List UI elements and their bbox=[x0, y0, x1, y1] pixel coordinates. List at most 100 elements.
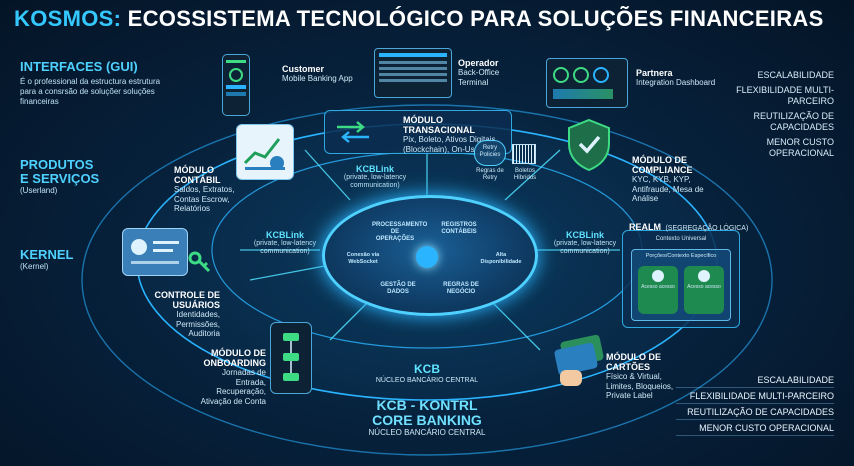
cartoes-desc: Físico & Virtual, Limites, Bloqueios, Pr… bbox=[606, 372, 674, 400]
realm-especifico-box: Porções/Contexto Específico Acesso acess… bbox=[631, 249, 731, 321]
kcblink-right-sub: (private, low-latency communication) bbox=[553, 240, 617, 255]
kcblink-top-sub: (private, low-latency communication) bbox=[343, 174, 407, 189]
produtos-sub: (Userland) bbox=[20, 186, 58, 195]
operador-label: Operador Back-Office Terminal bbox=[458, 58, 528, 87]
onboarding-phone-icon bbox=[270, 322, 312, 394]
kcb-bottom-line1: KCB - KONTRL bbox=[376, 397, 478, 413]
credit-cards-icon bbox=[548, 334, 606, 392]
kernel-section: KERNEL (Kernel) bbox=[20, 248, 120, 272]
kcblink-left: KCBLink (private, low-latency communicat… bbox=[240, 230, 330, 256]
operador-desc: Back-Office Terminal bbox=[458, 68, 500, 87]
key-icon bbox=[188, 250, 212, 274]
benefits-list-bottom: ESCALABILIDADE FLEXIBILIDADE MULTI-PARCE… bbox=[676, 372, 834, 436]
benefit-item: ESCALABILIDADE bbox=[757, 70, 834, 80]
benefits-list-top: ESCALABILIDADE FLEXIBILIDADE MULTI-PARCE… bbox=[716, 70, 834, 159]
barcode-icon bbox=[512, 144, 536, 164]
contabil-title: MÓDULO CONTÁBIL bbox=[174, 165, 221, 185]
kcblink-right-title: KCBLink bbox=[566, 230, 604, 240]
core-center-icon bbox=[416, 246, 438, 268]
kcb-sub: NÚCLEO BANCÁRIO CENTRAL bbox=[375, 377, 479, 384]
kcblink-left-title: KCBLink bbox=[266, 230, 304, 240]
benefit-item: FLEXIBILIDADE MULTI-PARCEIRO bbox=[736, 85, 834, 106]
modulo-contabil: MÓDULO CONTÁBIL Saldos, Extratos, Contas… bbox=[174, 165, 244, 214]
transfer-arrows-icon bbox=[333, 119, 373, 145]
modulo-cartoes: MÓDULO DE CARTÕES Físico & Virtual, Limi… bbox=[606, 352, 686, 401]
onboarding-desc: Jornadas de Entrada, Recuperação, Ativaç… bbox=[200, 368, 266, 406]
regras-retry-text: Regras de Retry bbox=[476, 168, 504, 181]
customer-label: Customer Mobile Banking App bbox=[282, 64, 362, 84]
realm-title: REALM (SEGREGAÇÃO LÓGICA) bbox=[629, 217, 759, 235]
modulo-compliance: MÓDULO DE COMPLIANCE KYC, KYB, KYP, Anti… bbox=[632, 155, 712, 204]
cartoes-title: MÓDULO DE CARTÕES bbox=[606, 352, 661, 372]
realm-title-main: REALM bbox=[629, 222, 661, 232]
retry-badge: Retry Policies bbox=[474, 140, 506, 166]
realm-title-sub: (SEGREGAÇÃO LÓGICA) bbox=[665, 225, 749, 232]
transacional-desc: Pix, Boleto, Ativos Digitais (Blockchain… bbox=[403, 135, 496, 154]
compliance-desc: KYC, KYB, KYP, Antifraude, Mesa de Análi… bbox=[632, 175, 704, 203]
kcb-label: KCB bbox=[414, 362, 440, 376]
page-title: KOSMOS: ECOSSISTEMA TECNOLÓGICO PARA SOL… bbox=[14, 6, 824, 32]
compliance-title: MÓDULO DE COMPLIANCE bbox=[632, 155, 693, 175]
partnera-label: Partnera Integration Dashboard bbox=[636, 68, 716, 88]
retry-policies-label: Retry Policies bbox=[479, 145, 501, 158]
kcblink-top-title: KCBLink bbox=[356, 164, 394, 174]
produtos-heading-line1: PRODUTOS bbox=[20, 157, 94, 172]
contabil-document-icon bbox=[236, 124, 294, 180]
realm-especifico: Porções/Contexto Específico bbox=[645, 253, 717, 259]
kcb-core-label: KCB NÚCLEO BANCÁRIO CENTRAL bbox=[360, 362, 494, 386]
modulo-onboarding: MÓDULO DE ONBOARDING Jornadas de Entrada… bbox=[196, 348, 266, 406]
core-alta: Alta Disponibilidade bbox=[480, 252, 522, 265]
kcb-bottom-sub: NÚCLEO BANCÁRIO CENTRAL bbox=[368, 428, 486, 437]
operador-title: Operador bbox=[458, 58, 499, 68]
benefit-item: MENOR CUSTO OPERACIONAL bbox=[766, 137, 834, 158]
realm-panel: REALM (SEGREGAÇÃO LÓGICA) Contexto Unive… bbox=[622, 222, 748, 328]
controle-usuarios: CONTROLE DE USUÁRIOS Identidades, Permis… bbox=[150, 290, 220, 339]
access-label-1: Acesso acesso bbox=[641, 284, 675, 290]
access-tile-2: Acesso acesso bbox=[684, 266, 724, 314]
onboarding-title: MÓDULO DE ONBOARDING bbox=[203, 348, 267, 368]
mobile-phone-icon bbox=[222, 54, 250, 116]
partnera-desc: Integration Dashboard bbox=[636, 78, 716, 87]
transacional-text: MÓDULO TRANSACIONAL Pix, Boleto, Ativos … bbox=[403, 115, 507, 154]
benefit-item: REUTILIZAÇÃO DE CAPACIDADES bbox=[676, 404, 834, 420]
user-cards-icon bbox=[122, 228, 188, 276]
customer-title: Customer bbox=[282, 64, 325, 74]
terminal-monitor-icon bbox=[374, 48, 452, 98]
interfaces-heading: INTERFACES (GUI) bbox=[20, 59, 138, 74]
interfaces-section: INTERFACES (GUI) É o professional da est… bbox=[20, 60, 170, 107]
benefit-item: ESCALABILIDADE bbox=[676, 372, 834, 388]
kcb-bottom-line2: CORE BANKING bbox=[372, 412, 482, 428]
access-tile-1: Acesso acesso bbox=[638, 266, 678, 314]
boletos-label: Boletos Híbridos bbox=[508, 168, 542, 182]
core-gestao: GESTÃO DE DADOS bbox=[380, 282, 416, 295]
contabil-desc: Saldos, Extratos, Contas Escrow, Relatór… bbox=[174, 185, 235, 213]
usuarios-desc: Identidades, Permissões, Auditoria bbox=[175, 310, 220, 338]
transacional-title: MÓDULO TRANSACIONAL bbox=[403, 115, 475, 135]
access-label-2: Acesso acesso bbox=[687, 284, 721, 290]
realm-contexto: Contexto Universal bbox=[655, 236, 707, 242]
core-processamento: PROCESSAMENTO DE OPERAÇÕES bbox=[372, 222, 428, 242]
kernel-heading: KERNEL bbox=[20, 247, 74, 262]
kcblink-right: KCBLink (private, low-latency communicat… bbox=[540, 230, 630, 256]
core-conexao: Conexão via WebSocket bbox=[346, 252, 380, 265]
kcblink-top: KCBLink (private, low-latency communicat… bbox=[330, 164, 420, 190]
benefit-item: REUTILIZAÇÃO DE CAPACIDADES bbox=[753, 111, 834, 132]
kcblink-left-sub: (private, low-latency communication) bbox=[253, 240, 317, 255]
benefit-item: FLEXIBILIDADE MULTI-PARCEIRO bbox=[676, 388, 834, 404]
kcb-bottom-label: KCB - KONTRL CORE BANKING NÚCLEO BANCÁRI… bbox=[340, 398, 514, 438]
produtos-heading-line2: E SERVIÇOS bbox=[20, 171, 100, 186]
shield-check-icon bbox=[566, 118, 612, 172]
usuarios-title: CONTROLE DE USUÁRIOS bbox=[154, 290, 220, 310]
title-accent: KOSMOS: bbox=[14, 6, 122, 31]
produtos-section: PRODUTOS E SERVIÇOS (Userland) bbox=[20, 158, 130, 196]
boletos-text: Boletos Híbridos bbox=[513, 168, 537, 181]
dashboard-icon bbox=[546, 58, 628, 108]
interfaces-desc: É o professional da estructura estrutura… bbox=[20, 77, 161, 106]
core-registros: REGISTROS CONTÁBEIS bbox=[441, 222, 477, 235]
customer-desc: Mobile Banking App bbox=[282, 74, 353, 83]
title-rest: ECOSSISTEMA TECNOLÓGICO PARA SOLUÇÕES FI… bbox=[127, 6, 824, 31]
core-regras: REGRAS DE NEGÓCIO bbox=[443, 282, 479, 295]
benefit-item: MENOR CUSTO OPERACIONAL bbox=[676, 420, 834, 436]
regras-retry-label: Regras de Retry bbox=[470, 168, 510, 182]
partnera-title: Partnera bbox=[636, 68, 673, 78]
